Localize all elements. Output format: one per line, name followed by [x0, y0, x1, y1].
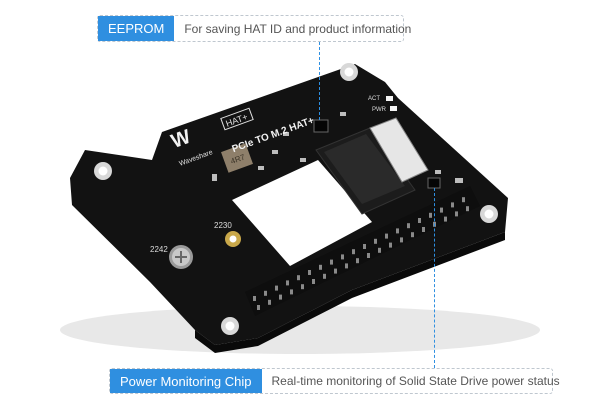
hat-badge-box: [220, 107, 254, 131]
inductor: [221, 143, 253, 173]
header-pin: [407, 223, 410, 229]
header-pin: [444, 216, 447, 222]
header-pin: [411, 232, 414, 238]
pwr-led-label: PWR: [372, 107, 387, 113]
size-label-2242: 2242: [150, 245, 168, 254]
m2-slot-inner: [324, 134, 405, 204]
act-led-label: ACT: [368, 96, 380, 102]
header-pin: [422, 227, 425, 232]
header-pin: [418, 218, 421, 223]
header-pin: [462, 197, 465, 203]
header-pin: [345, 263, 348, 269]
act-led: [386, 96, 393, 101]
header-pin: [363, 244, 366, 249]
power-monitoring-chip: [427, 177, 441, 189]
eeprom-chip: [313, 119, 329, 133]
header-pin: [323, 273, 326, 279]
header-pin: [290, 289, 293, 295]
header-pin: [312, 279, 315, 284]
header-pin: [429, 212, 432, 218]
power-chip-leader-line: [434, 188, 435, 368]
header-pin: [257, 305, 260, 310]
header-pin: [396, 228, 399, 234]
header-pin: [334, 268, 337, 274]
fpc-connector: [369, 117, 429, 183]
header-pin: [466, 206, 469, 212]
power-chip-tag: Power Monitoring Chip: [110, 369, 262, 393]
eeprom-callout: EEPROM For saving HAT ID and product inf…: [97, 15, 411, 42]
header-pin: [308, 270, 311, 275]
header-pin: [385, 233, 388, 239]
header-pin: [455, 211, 458, 217]
screw: [169, 245, 193, 269]
header-pin: [286, 280, 289, 286]
header-pin: [319, 264, 322, 270]
power-chip-description: Real-time monitoring of Solid State Driv…: [271, 374, 560, 388]
header-pin: [330, 259, 333, 265]
header-pin: [367, 253, 370, 258]
header-pin: [378, 247, 381, 253]
gpio-header: [245, 186, 480, 316]
power-chip-callout: Power Monitoring Chip Real-time monitori…: [109, 368, 560, 394]
pwr-led: [390, 106, 397, 111]
header-pin: [440, 207, 443, 213]
header-pin: [341, 254, 344, 260]
header-pin: [356, 258, 359, 264]
size-label-2230: 2230: [214, 221, 232, 230]
header-pin: [451, 202, 454, 208]
mounting-holes: [94, 63, 498, 335]
header-pin: [264, 290, 267, 296]
header-pin: [297, 275, 300, 281]
pcb-edge: [195, 232, 505, 353]
eeprom-tag: EEPROM: [98, 16, 175, 41]
header-pin: [352, 249, 355, 255]
header-pin: [400, 237, 403, 243]
header-pin: [389, 242, 392, 248]
header-pin: [275, 285, 278, 291]
header-pin: [374, 238, 377, 244]
header-pin: [253, 296, 256, 301]
header-pin: [301, 284, 304, 290]
eeprom-description: For saving HAT ID and product informatio…: [184, 21, 412, 36]
header-pin: [268, 299, 271, 305]
eeprom-leader-line: [319, 42, 320, 120]
board-shadow: [60, 306, 540, 354]
header-pin: [279, 294, 282, 300]
